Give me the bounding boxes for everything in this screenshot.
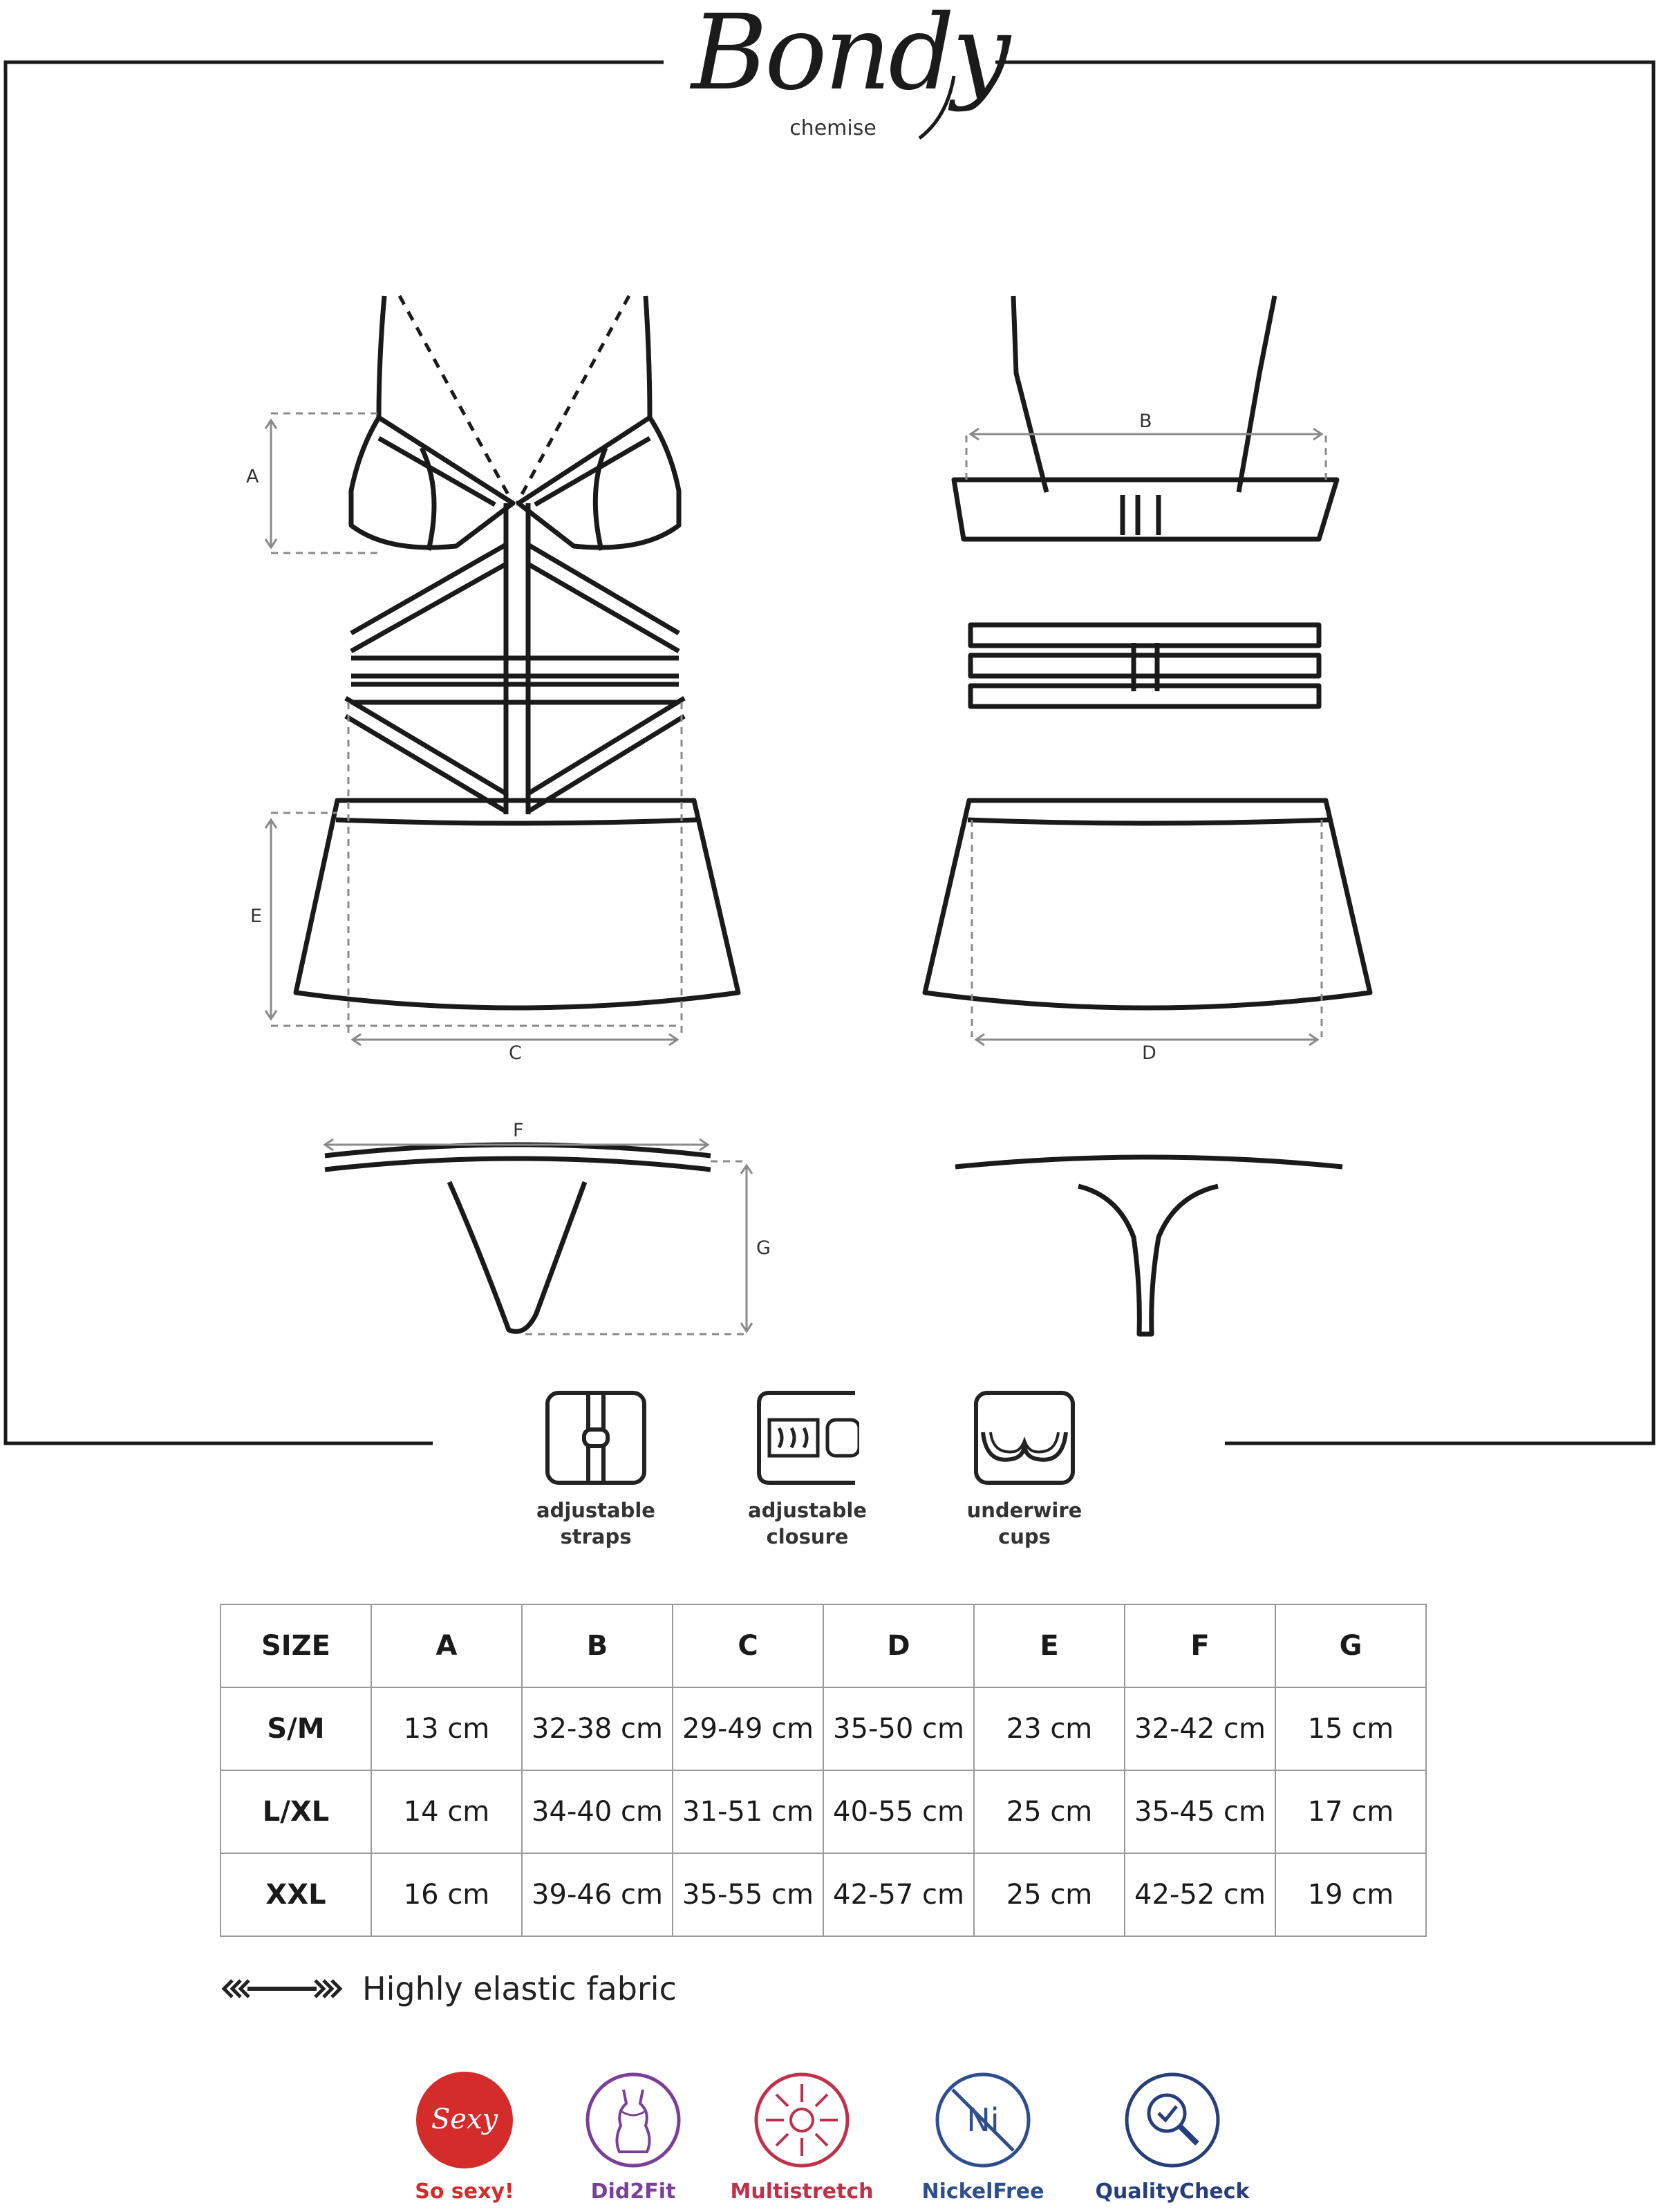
badge-did2fit: Did2Fit xyxy=(550,2070,716,2204)
header-cell: F xyxy=(1124,1604,1276,1688)
badge-so-sexy: Sexy So sexy! xyxy=(382,2070,547,2204)
table-cell: 19 cm xyxy=(1275,1853,1427,1937)
table-cell: 25 cm xyxy=(973,1770,1125,1854)
dim-label-b: B xyxy=(1139,411,1152,432)
feature-label-line2: cups xyxy=(998,1525,1051,1548)
header-cell: D xyxy=(823,1604,975,1688)
table-cell: 40-55 cm xyxy=(823,1770,975,1854)
page-frame xyxy=(3,60,1656,1445)
header-cell: SIZE xyxy=(220,1604,372,1688)
front-cup-right xyxy=(516,415,682,550)
table-row: L/XL 14 cm 34-40 cm 31-51 cm 40-55 cm 25… xyxy=(220,1770,1427,1854)
badge-label: Multistretch xyxy=(730,2180,874,2204)
elastic-fabric-label: Highly elastic fabric xyxy=(362,1970,677,2007)
badge-label: Did2Fit xyxy=(590,2180,676,2204)
front-cup-left xyxy=(348,415,516,550)
quality-check-icon xyxy=(1125,2072,1220,2168)
back-skirt xyxy=(922,798,1373,1011)
table-cell: 13 cm xyxy=(371,1687,523,1771)
badge-nickel-free: Ni NickelFree xyxy=(900,2070,1066,2204)
back-strap-right xyxy=(1236,295,1277,493)
dim-label-g: G xyxy=(756,1237,771,1259)
back-band xyxy=(951,477,1340,542)
front-strap-left xyxy=(376,295,387,418)
sexy-icon-text: Sexy xyxy=(431,2103,499,2135)
feature-adjustable-straps: adjustable straps xyxy=(492,1389,700,1550)
feature-label-line1: adjustable xyxy=(536,1499,655,1522)
product-name: chemise xyxy=(789,116,877,140)
feature-label-line2: closure xyxy=(766,1525,849,1548)
table-cell: 42-57 cm xyxy=(823,1853,975,1937)
underwire-cups-icon xyxy=(974,1391,1075,1485)
double-arrow-icon xyxy=(221,1979,343,1998)
dim-label-f: F xyxy=(513,1120,524,1141)
table-cell: 17 cm xyxy=(1275,1770,1427,1854)
badge-multistretch: Multistretch xyxy=(719,2070,885,2204)
table-cell: 15 cm xyxy=(1275,1687,1427,1771)
table-cell: 35-50 cm xyxy=(823,1687,975,1771)
table-cell: 32-42 cm xyxy=(1124,1687,1276,1771)
header-cell: G xyxy=(1275,1604,1427,1688)
badge-label: So sexy! xyxy=(415,2180,514,2204)
adjustable-closure-icon xyxy=(757,1391,861,1485)
dim-label-a: A xyxy=(246,466,259,487)
header-cell: C xyxy=(672,1604,824,1688)
size-cell: XXL xyxy=(220,1853,372,1937)
size-table: SIZE A B C D E F G S/M 13 cm 32-38 cm 29… xyxy=(220,1604,1427,1937)
back-thong xyxy=(955,1154,1343,1170)
multistretch-icon xyxy=(754,2072,850,2168)
table-cell: 32-38 cm xyxy=(521,1687,673,1771)
header-cell: A xyxy=(371,1604,523,1688)
table-cell: 16 cm xyxy=(371,1853,523,1937)
table-cell: 25 cm xyxy=(973,1853,1125,1937)
feature-label-line2: straps xyxy=(560,1525,632,1548)
table-cell: 35-55 cm xyxy=(672,1853,824,1937)
table-cell: 39-46 cm xyxy=(521,1853,673,1937)
size-cell: L/XL xyxy=(220,1770,372,1854)
table-cell: 35-45 cm xyxy=(1124,1770,1276,1854)
feature-label-line1: underwire xyxy=(966,1499,1082,1522)
feature-underwire-cups: underwire cups xyxy=(921,1389,1128,1550)
table-row: XXL 16 cm 39-46 cm 35-55 cm 42-57 cm 25 … xyxy=(220,1853,1427,1937)
brand-logo: Bondy xyxy=(691,0,1011,113)
size-cell: S/M xyxy=(220,1687,372,1771)
nickel-free-icon: Ni xyxy=(935,2072,1031,2168)
badge-label: QualityCheck xyxy=(1095,2180,1250,2204)
dim-label-c: C xyxy=(509,1042,522,1064)
table-cell: 34-40 cm xyxy=(521,1770,673,1854)
table-cell: 31-51 cm xyxy=(672,1770,824,1854)
garment-diagram xyxy=(264,294,1373,1337)
front-strap-dashed xyxy=(397,294,631,505)
front-skirt xyxy=(293,798,741,1011)
front-strap-right xyxy=(643,295,653,418)
elastic-fabric-note: Highly elastic fabric xyxy=(220,1970,677,2007)
badge-label: NickelFree xyxy=(921,2180,1044,2204)
header-cell: B xyxy=(521,1604,673,1688)
sexy-icon: Sexy xyxy=(416,2072,513,2168)
header-cell: E xyxy=(973,1604,1125,1688)
badge-quality-check: QualityCheck xyxy=(1089,2070,1255,2204)
table-cell: 29-49 cm xyxy=(672,1687,824,1771)
dim-label-e: E xyxy=(250,906,263,927)
table-cell: 23 cm xyxy=(973,1687,1125,1771)
front-thong xyxy=(324,1142,711,1172)
table-cell: 14 cm xyxy=(371,1770,523,1854)
dim-label-d: D xyxy=(1142,1042,1156,1064)
feature-label-line1: adjustable xyxy=(748,1499,867,1522)
table-header-row: SIZE A B C D E F G xyxy=(220,1604,1427,1688)
did2fit-icon xyxy=(585,2072,681,2168)
feature-adjustable-closure: adjustable closure xyxy=(704,1389,911,1550)
table-row: S/M 13 cm 32-38 cm 29-49 cm 35-50 cm 23 … xyxy=(220,1687,1427,1771)
back-strap-left xyxy=(1011,295,1049,493)
adjustable-straps-icon xyxy=(545,1391,646,1485)
table-cell: 42-52 cm xyxy=(1124,1853,1276,1937)
